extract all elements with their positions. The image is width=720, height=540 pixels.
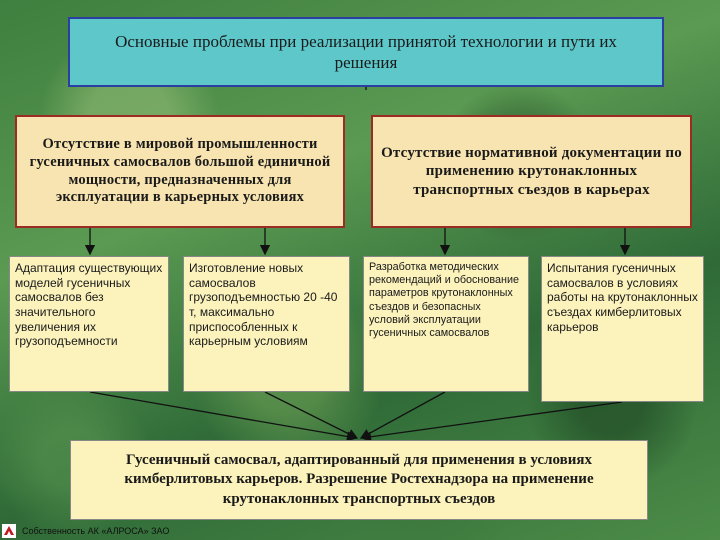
problem-box-2: Отсутствие нормативной документации по п… <box>371 115 692 228</box>
solution-box-3: Разработка методических рекомендаций и о… <box>363 256 529 392</box>
page-title: Основные проблемы при реализации принято… <box>68 17 664 87</box>
alrosa-logo-icon <box>2 523 16 538</box>
solution-box-2: Изготовление новых самосвалов грузоподъе… <box>183 256 350 392</box>
footer: Собственность АК «АЛРОСА» ЗАО <box>0 521 260 540</box>
footer-text: Собственность АК «АЛРОСА» ЗАО <box>22 525 170 536</box>
solution-box-4: Испытания гусеничных самосвалов в услови… <box>541 256 704 402</box>
result-box: Гусеничный самосвал, адаптированный для … <box>70 440 648 520</box>
problem-box-1: Отсутствие в мировой промышленности гусе… <box>15 115 345 228</box>
solution-box-1: Адаптация существующих моделей гусеничны… <box>9 256 169 392</box>
